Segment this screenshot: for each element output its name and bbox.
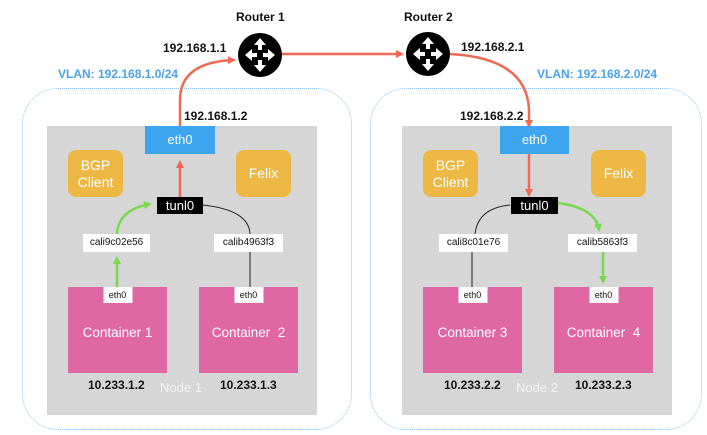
node-1-veth-2: calib4963f3 — [214, 234, 283, 252]
node-1-name: Node 1 — [160, 380, 202, 395]
node-2-veth-2: calib5863f3 — [568, 234, 637, 252]
container-1-name: Container 1 — [82, 325, 153, 340]
container-1-ip: 10.233.1.2 — [88, 378, 145, 392]
node-1-veth-1: cali9c02e56 — [83, 234, 150, 252]
container-4: eth0 Container 4 — [554, 287, 653, 373]
vlan-label-node-2: VLAN: 192.168.2.0/24 — [537, 67, 658, 81]
path-tunl0-to-cali8c01e76 — [474, 204, 511, 235]
router-1-icon — [238, 33, 282, 77]
vlan-boundary-node-2 — [370, 88, 702, 430]
node-1-bgp-client-label: BGP Client — [77, 156, 114, 190]
node-2-bgp-client-label: BGP Client — [432, 156, 469, 190]
node-1-tunl0: tunl0 — [157, 197, 203, 214]
node-1-felix-label: Felix — [248, 165, 279, 181]
router-1-label: Router 1 — [236, 10, 285, 24]
vlan-label-node-1: VLAN: 192.168.1.0/24 — [58, 67, 179, 81]
container-3: eth0 Container 3 — [423, 287, 522, 373]
router-2-label: Router 2 — [404, 10, 453, 24]
router-2-ip: 192.168.2.1 — [461, 40, 525, 54]
container-4-ip: 10.233.2.3 — [575, 378, 632, 392]
container-2: eth0 Container 2 — [199, 287, 298, 373]
router-2-icon — [406, 32, 450, 76]
path-router-2-to-eth0 — [449, 52, 533, 128]
node-2-name: Node 2 — [516, 380, 558, 395]
container-2-ip: 10.233.1.3 — [220, 378, 277, 392]
node-2-eth0-ip: 192.168.2.2 — [460, 109, 524, 123]
node-2-felix: Felix — [591, 150, 646, 197]
container-2-eth0: eth0 — [234, 287, 263, 303]
node-1-eth0: eth0 — [145, 126, 215, 154]
container-1: eth0 Container 1 — [68, 287, 167, 373]
node-1-eth0-ip: 192.168.1.2 — [184, 109, 248, 123]
path-eth0-to-router-1 — [178, 56, 236, 128]
node-2-veth-1: cali8c01e76 — [439, 234, 508, 252]
node-1-bgp-client: BGP Client — [68, 150, 123, 197]
router-1-ip: 192.168.1.1 — [163, 41, 227, 55]
container-1-eth0: eth0 — [103, 287, 132, 303]
node-1-felix: Felix — [236, 150, 291, 197]
node-2-tunl0: tunl0 — [511, 197, 558, 214]
vlan-boundary-node-1 — [22, 88, 352, 430]
node-2-felix-label: Felix — [603, 165, 634, 181]
path-tunl0-to-calib4963f3 — [202, 204, 251, 235]
path-cali-to-tunl0-node-1 — [115, 201, 152, 235]
container-3-eth0: eth0 — [458, 287, 487, 303]
container-2-name: Container 2 — [211, 325, 286, 340]
node-2-bgp-client: BGP Client — [423, 150, 478, 197]
container-3-ip: 10.233.2.2 — [444, 378, 501, 392]
container-4-eth0: eth0 — [589, 287, 618, 303]
path-tunl0-to-calib5863f3 — [557, 201, 603, 232]
container-4-name: Container 4 — [566, 325, 641, 340]
container-3-name: Container 3 — [437, 325, 508, 340]
node-2-eth0: eth0 — [500, 126, 569, 154]
